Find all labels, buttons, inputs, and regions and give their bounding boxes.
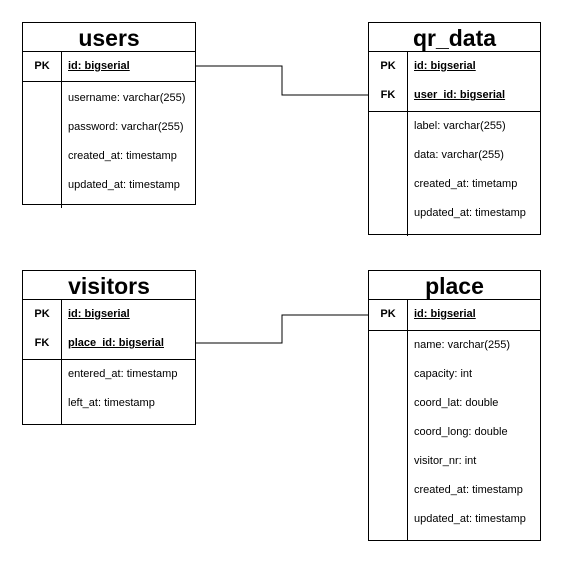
key-row: PK id: bigserial xyxy=(23,300,195,329)
key-row: FK user_id: bigserial xyxy=(369,81,540,110)
key-row: FK place_id: bigserial xyxy=(23,329,195,358)
attribute-row: capacity: int xyxy=(369,360,540,389)
attribute-section: entered_at: timestamp left_at: timestamp xyxy=(23,360,195,425)
key-field: id: bigserial xyxy=(414,60,476,72)
relationship-line-users-qr-data xyxy=(196,65,368,96)
attribute-section: username: varchar(255) password: varchar… xyxy=(23,82,195,208)
key-row: PK id: bigserial xyxy=(369,52,540,81)
key-marker: PK xyxy=(380,60,396,72)
key-section: PK id: bigserial FK place_id: bigserial xyxy=(23,300,195,360)
column-divider xyxy=(407,331,408,541)
attribute-section: label: varchar(255) data: varchar(255) c… xyxy=(369,112,540,236)
entity-qr-data: qr_data PK id: bigserial FK user_id: big… xyxy=(368,22,541,236)
key-section: PK id: bigserial xyxy=(369,300,540,331)
column-divider xyxy=(407,300,408,330)
attribute-field: coord_lat: double xyxy=(414,397,499,409)
key-marker: PK xyxy=(34,308,50,320)
key-marker: FK xyxy=(34,337,50,349)
attribute-field: updated_at: timestamp xyxy=(414,207,526,219)
attribute-field: data: varchar(255) xyxy=(414,149,504,161)
attribute-field: label: varchar(255) xyxy=(414,120,506,132)
attribute-field: username: varchar(255) xyxy=(68,92,186,104)
key-marker: PK xyxy=(34,60,50,72)
column-divider xyxy=(407,112,408,236)
column-divider xyxy=(61,360,62,425)
key-marker: PK xyxy=(380,308,396,320)
key-field: id: bigserial xyxy=(414,308,476,320)
entity-title: qr_data xyxy=(369,23,540,52)
entity-title: visitors xyxy=(23,271,195,300)
attribute-row: created_at: timestamp xyxy=(369,476,540,505)
attribute-field: created_at: timestamp xyxy=(414,484,523,496)
column-divider xyxy=(407,52,408,111)
attribute-row: updated_at: timestamp xyxy=(369,199,540,228)
attribute-field: created_at: timetamp xyxy=(414,178,518,190)
relationship-line-visitors-place xyxy=(196,314,368,344)
key-section: PK id: bigserial xyxy=(23,52,195,82)
key-row: PK id: bigserial xyxy=(23,52,195,81)
attribute-row: created_at: timestamp xyxy=(23,142,195,171)
attribute-field: updated_at: timestamp xyxy=(68,179,180,191)
attribute-row: coord_lat: double xyxy=(369,389,540,418)
attribute-field: name: varchar(255) xyxy=(414,339,510,351)
key-field: place_id: bigserial xyxy=(68,337,164,349)
entity-visitors: visitors PK id: bigserial FK place_id: b… xyxy=(22,270,196,425)
attribute-row: password: varchar(255) xyxy=(23,113,195,142)
key-field: id: bigserial xyxy=(68,308,130,320)
column-divider xyxy=(61,300,62,359)
attribute-row: name: varchar(255) xyxy=(369,331,540,360)
key-field: user_id: bigserial xyxy=(414,89,506,101)
entity-place: place PK id: bigserial name: varchar(255… xyxy=(368,270,541,541)
attribute-row: updated_at: timestamp xyxy=(23,171,195,200)
key-marker: FK xyxy=(380,89,396,101)
attribute-section: name: varchar(255) capacity: int coord_l… xyxy=(369,331,540,541)
attribute-field: created_at: timestamp xyxy=(68,150,177,162)
attribute-row: visitor_nr: int xyxy=(369,447,540,476)
attribute-row: label: varchar(255) xyxy=(369,112,540,141)
key-section: PK id: bigserial FK user_id: bigserial xyxy=(369,52,540,112)
key-field: id: bigserial xyxy=(68,60,130,72)
column-divider xyxy=(61,82,62,208)
attribute-row: created_at: timetamp xyxy=(369,170,540,199)
attribute-row: updated_at: timestamp xyxy=(369,505,540,534)
attribute-field: password: varchar(255) xyxy=(68,121,184,133)
attribute-row: username: varchar(255) xyxy=(23,84,195,113)
attribute-row: coord_long: double xyxy=(369,418,540,447)
key-row: PK id: bigserial xyxy=(369,300,540,329)
attribute-field: updated_at: timestamp xyxy=(414,513,526,525)
attribute-field: entered_at: timestamp xyxy=(68,368,178,380)
attribute-row: left_at: timestamp xyxy=(23,389,195,418)
attribute-row: data: varchar(255) xyxy=(369,141,540,170)
entity-title: place xyxy=(369,271,540,300)
attribute-field: left_at: timestamp xyxy=(68,397,155,409)
attribute-row: entered_at: timestamp xyxy=(23,360,195,389)
attribute-field: coord_long: double xyxy=(414,426,508,438)
attribute-field: visitor_nr: int xyxy=(414,455,477,467)
attribute-field: capacity: int xyxy=(414,368,473,380)
column-divider xyxy=(61,52,62,81)
entity-users: users PK id: bigserial username: varchar… xyxy=(22,22,196,208)
entity-title: users xyxy=(23,23,195,52)
